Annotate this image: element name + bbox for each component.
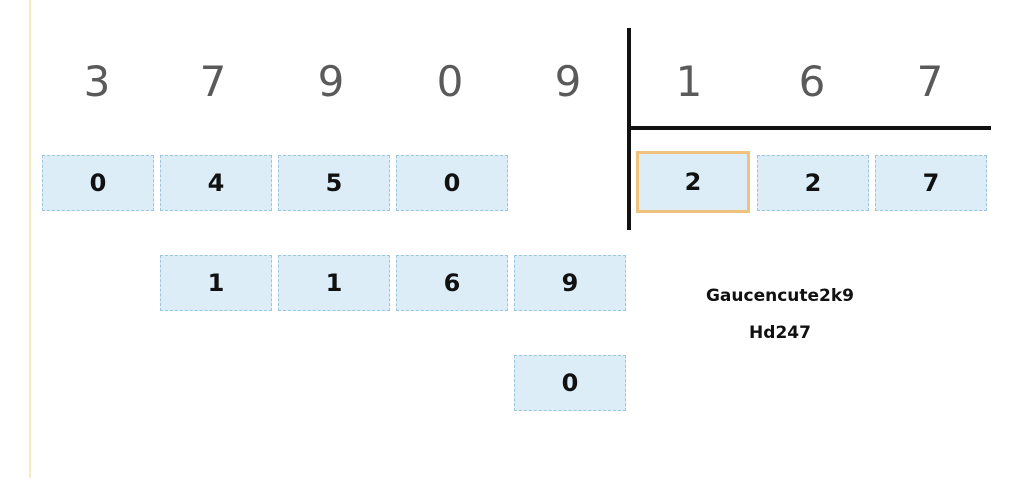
remainder-cell: 1	[278, 255, 390, 311]
quotient-cell: 7	[875, 155, 987, 211]
dividend-digit: 0	[436, 57, 464, 106]
quotient-cell: 2	[757, 155, 869, 211]
quotient-cell-highlighted: 2	[636, 151, 750, 213]
margin-line	[29, 0, 31, 478]
divisor-digit: 7	[916, 57, 944, 106]
remainder-cell: 0	[42, 155, 154, 211]
remainder-cell: 6	[396, 255, 508, 311]
dividend-digit: 9	[317, 57, 345, 106]
watermark-line-2: Hd247	[749, 323, 811, 343]
remainder-cell: 5	[278, 155, 390, 211]
remainder-cell: 9	[514, 255, 626, 311]
divisor-digit: 1	[675, 57, 703, 106]
remainder-cell: 4	[160, 155, 272, 211]
remainder-cell: 0	[396, 155, 508, 211]
dividend-digit: 9	[554, 57, 582, 106]
divisor-digit: 6	[798, 57, 826, 106]
remainder-cell: 1	[160, 255, 272, 311]
dividend-digit: 7	[199, 57, 227, 106]
final-remainder-cell: 0	[514, 355, 626, 411]
dividend-digit: 3	[83, 57, 111, 106]
watermark-line-1: Gaucencute2k9	[705, 286, 855, 306]
division-horizontal-line	[629, 126, 991, 130]
